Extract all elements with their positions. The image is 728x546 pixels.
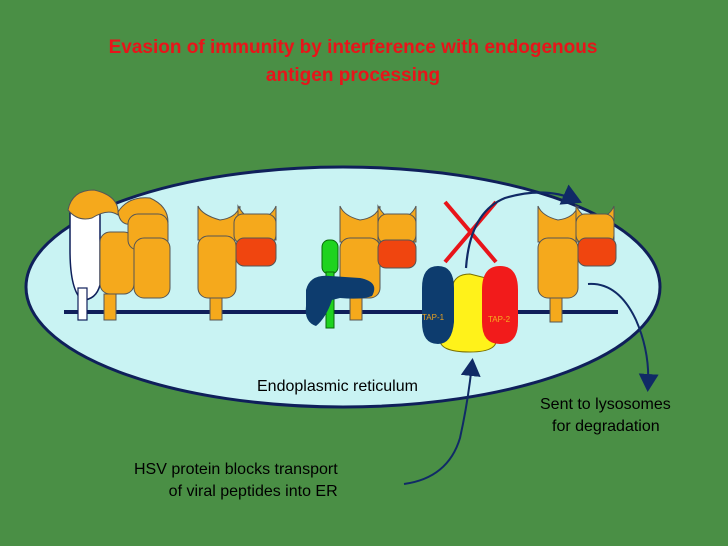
- mhc-class-i-complex-4: [537, 204, 617, 323]
- hsv-block-arrow: [403, 358, 481, 485]
- title-line-2: antigen processing: [265, 65, 441, 86]
- tap-1-label: TAP-1: [422, 313, 445, 322]
- lysosome-arrow: [587, 282, 659, 392]
- tap-transporter: TAP-1 TAP-2: [422, 266, 518, 353]
- block-x-icon: [443, 200, 498, 264]
- hsv-label-line-1: HSV protein blocks transport: [134, 461, 338, 478]
- er-label: Endoplasmic reticulum: [257, 378, 418, 395]
- tap-2-label: TAP-2: [488, 315, 511, 324]
- blocked-peptide-arrow: [464, 184, 583, 269]
- mhc-class-i-complex-1: [67, 189, 171, 321]
- title-line-1: Evasion of immunity by interference with…: [108, 37, 598, 58]
- mhc-class-i-complex-3: [305, 204, 417, 329]
- lysosome-label: Sent to lysosomes for degradation: [540, 394, 671, 438]
- mhc-class-i-complex-2: [197, 204, 277, 321]
- hsv-label: HSV protein blocks transport of viral pe…: [134, 459, 338, 503]
- slide-title: Evasion of immunity by interference with…: [0, 34, 728, 90]
- lysosome-label-line-1: Sent to lysosomes: [540, 396, 671, 413]
- lysosome-label-line-2: for degradation: [552, 418, 660, 435]
- hsv-label-line-2: of viral peptides into ER: [168, 483, 338, 500]
